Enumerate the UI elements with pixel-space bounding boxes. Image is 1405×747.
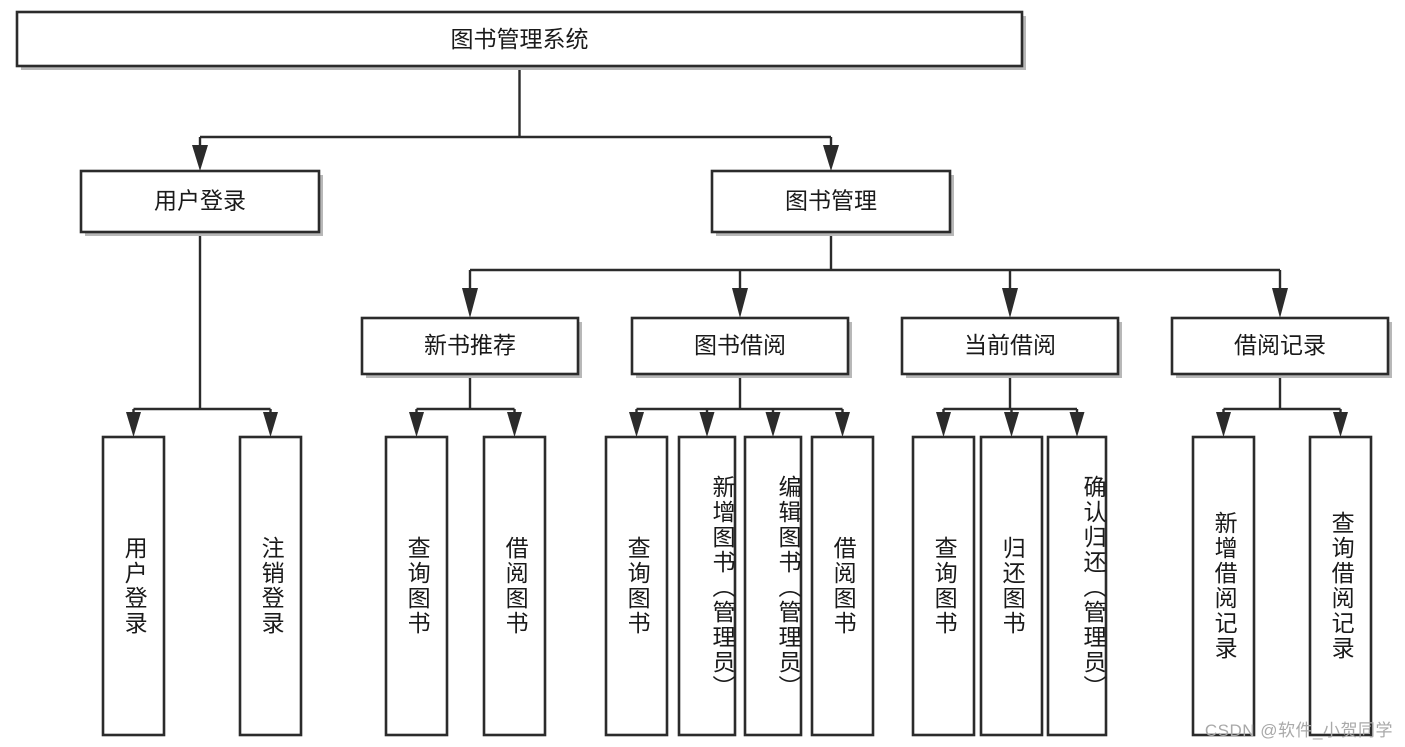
node-new-book-rec[interactable]: 新书推荐 xyxy=(360,316,582,378)
leaf-return-book-box[interactable] xyxy=(979,435,1044,737)
node-root[interactable]: 图书管理系统 xyxy=(15,10,1026,70)
root-box[interactable] xyxy=(15,10,1024,68)
arrow-to-leaf-edit-book xyxy=(765,412,781,437)
leaf-logout-box[interactable] xyxy=(238,435,303,737)
node-current-borrow[interactable]: 当前借阅 xyxy=(900,316,1122,378)
leaf-borrow-book-1-box[interactable] xyxy=(482,435,547,737)
arrow-to-leaf-query-record xyxy=(1333,412,1348,437)
node-book-manage[interactable]: 图书管理 xyxy=(710,169,954,236)
arrow-to-leaf-logout xyxy=(263,412,278,437)
leaf-query-book-2-box[interactable] xyxy=(604,435,669,737)
arrow-to-leaf-confirm-return xyxy=(1069,412,1085,437)
borrow-record-label: 借阅记录 xyxy=(1234,332,1326,358)
arrow-to-leaf-query-book-3 xyxy=(936,412,951,437)
arrow-to-leaf-query-book-1 xyxy=(409,412,424,437)
leaf-query-book-3-box[interactable] xyxy=(911,435,976,737)
leaf-query-book-1-box[interactable] xyxy=(384,435,449,737)
leaf-confirm-return-box[interactable] xyxy=(1046,435,1108,737)
arrow-to-new-book-rec xyxy=(462,288,478,318)
arrow-to-book-borrow xyxy=(732,288,748,318)
leaf-boxes xyxy=(101,435,1373,737)
arrow-to-leaf-add-record xyxy=(1216,412,1231,437)
node-borrow-record[interactable]: 借阅记录 xyxy=(1170,316,1392,378)
arrow-to-leaf-query-book-2 xyxy=(629,412,644,437)
node-user-login[interactable]: 用户登录 xyxy=(79,169,323,236)
user-login-box[interactable] xyxy=(79,169,321,234)
leaf-user-login-box[interactable] xyxy=(101,435,166,737)
arrow-to-leaf-return-book xyxy=(1004,412,1019,437)
new-book-rec-label: 新书推荐 xyxy=(424,332,516,358)
leaf-edit-book-box[interactable] xyxy=(743,435,803,737)
csdn-watermark: CSDN @软件_小贺同学 xyxy=(1204,721,1393,740)
node-layer: 图书管理系统 用户登录 图书管理 新书推荐 xyxy=(15,10,1392,737)
book-borrow-label: 图书借阅 xyxy=(694,332,786,358)
user-login-label: 用户登录 xyxy=(154,188,246,214)
node-book-borrow[interactable]: 图书借阅 xyxy=(630,316,852,378)
book-manage-label: 图书管理 xyxy=(785,188,877,214)
arrow-to-leaf-add-book xyxy=(699,412,715,437)
leaf-add-book-box[interactable] xyxy=(677,435,737,737)
current-borrow-label: 当前借阅 xyxy=(964,332,1056,358)
leaf-borrow-book-2-box[interactable] xyxy=(810,435,875,737)
book-borrow-box[interactable] xyxy=(630,316,850,376)
arrow-to-leaf-user-login xyxy=(126,412,141,437)
arrow-to-leaf-borrow-book-1 xyxy=(507,412,522,437)
borrow-record-box[interactable] xyxy=(1170,316,1390,376)
arrow-to-user-login xyxy=(192,145,208,171)
edge-layer xyxy=(126,66,1348,437)
arrow-to-book-manage xyxy=(823,145,839,171)
root-label: 图书管理系统 xyxy=(451,26,589,52)
arrow-to-leaf-borrow-book-2 xyxy=(835,412,850,437)
leaf-query-record-box[interactable] xyxy=(1308,435,1373,737)
current-borrow-box[interactable] xyxy=(900,316,1120,376)
new-book-rec-box[interactable] xyxy=(360,316,580,376)
arrow-to-borrow-record xyxy=(1272,288,1288,318)
leaf-add-record-box[interactable] xyxy=(1191,435,1256,737)
arrow-to-current-borrow xyxy=(1002,288,1018,318)
book-manage-box[interactable] xyxy=(710,169,952,234)
